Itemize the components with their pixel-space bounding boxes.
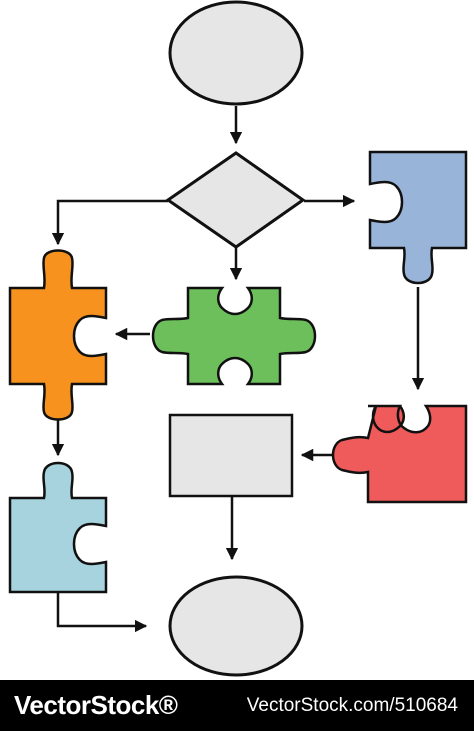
end-oval (168, 575, 304, 677)
brand-logo[interactable]: VectorStock® (14, 690, 178, 720)
decision-diamond (165, 151, 306, 249)
flowchart-diagram (8, 0, 468, 677)
footer-bar: VectorStock® VectorStock.com/510684 (0, 680, 474, 731)
start-oval (168, 0, 304, 106)
red-puzzle-piece (331, 404, 468, 504)
blue-puzzle-piece (368, 150, 468, 285)
orange-puzzle-piece (8, 249, 108, 421)
process-rectangle (168, 413, 294, 498)
connector-cyan-to-end (56, 592, 148, 633)
green-puzzle-piece (151, 286, 317, 386)
connector-decision-to-orange (51, 199, 168, 246)
connectors (51, 106, 425, 633)
cyan-puzzle-piece (8, 461, 108, 594)
image-credit[interactable]: VectorStock.com/510684 (246, 695, 458, 716)
